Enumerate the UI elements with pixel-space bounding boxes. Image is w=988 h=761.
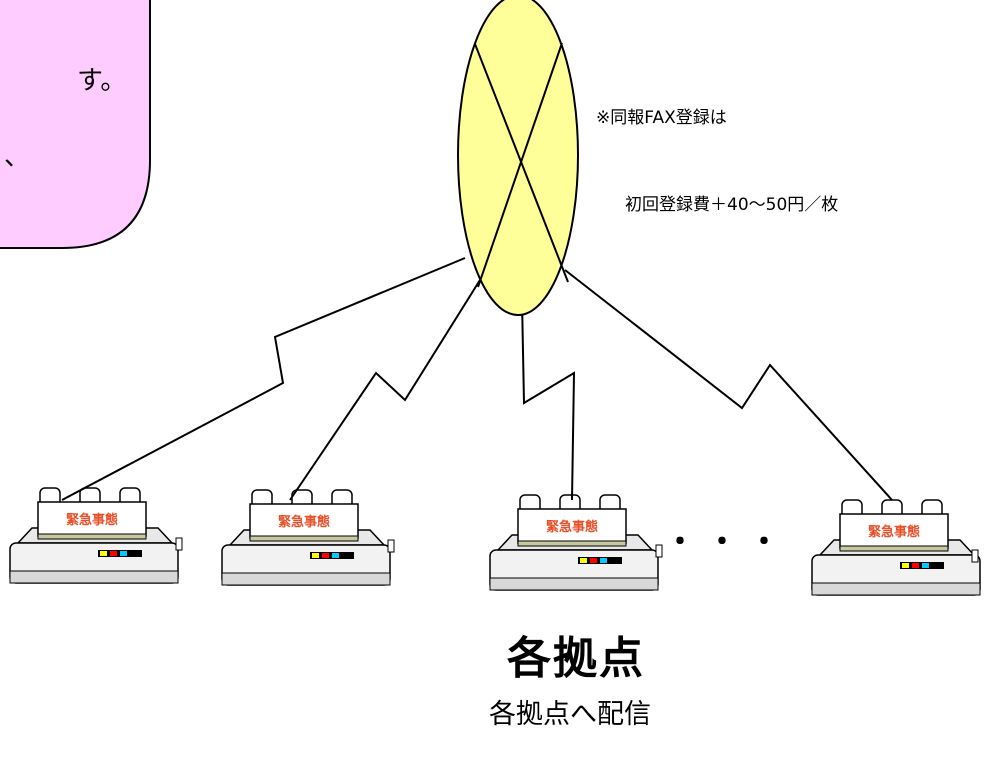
- fax-label: 緊急事態: [278, 514, 330, 530]
- fax-label: 緊急事態: [868, 524, 920, 540]
- note-line-2: 初回登録費＋40～50円／枚: [625, 195, 839, 215]
- fax-machine: 緊急事態: [221, 489, 395, 586]
- sites-subtitle: 各拠点へ配信: [489, 699, 651, 730]
- fax-machine: 緊急事態: [489, 494, 663, 591]
- callout-bubble: [0, 0, 151, 249]
- fax-hub: [457, 0, 579, 316]
- callout-fragment-2: 、: [4, 142, 31, 172]
- signal-line-3: [521, 299, 576, 501]
- svg-text:・・・: ・・・: [665, 525, 791, 560]
- fax-machine: 緊急事態: [9, 487, 183, 584]
- callout-fragment-1: す。: [77, 66, 127, 96]
- signal-line-4: [564, 269, 893, 501]
- fax-registration-note: ※同報FAX登録は 初回登録費＋40～50円／枚: [596, 46, 838, 249]
- fax-label: 緊急事態: [546, 519, 598, 535]
- fax-machine: 緊急事態: [811, 499, 981, 596]
- ellipsis-dots: ・・・: [665, 525, 791, 560]
- fax-label: 緊急事態: [66, 512, 118, 528]
- sites-title: 各拠点: [507, 633, 645, 684]
- signal-line-1: [61, 257, 466, 501]
- note-line-1: ※同報FAX登録は: [596, 108, 727, 128]
- signal-line-2: [289, 279, 481, 501]
